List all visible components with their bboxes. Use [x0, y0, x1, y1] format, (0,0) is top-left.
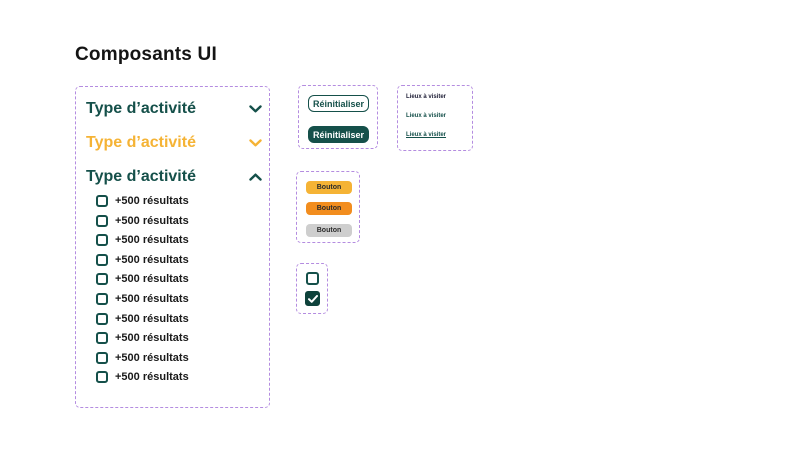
checkbox-unchecked-icon[interactable]	[96, 292, 108, 305]
checkbox-list: +500 résultats +500 résultats +500 résulta…	[96, 194, 189, 384]
accordion-header-collapsed-teal[interactable]: Type d’activité	[86, 97, 262, 121]
checkbox-unchecked[interactable]	[306, 272, 319, 285]
checkbox-item-label: +500 résultats	[115, 351, 189, 364]
reset-button-outline[interactable]: Réinitialiser	[308, 95, 369, 112]
checkbox-unchecked-icon[interactable]	[96, 253, 108, 266]
checkbox-item-label: +500 résultats	[115, 273, 189, 286]
checkbox-list-item[interactable]: +500 résultats	[96, 331, 189, 345]
checkbox-unchecked-icon[interactable]	[96, 332, 108, 345]
link-places-default[interactable]: Lieux à visiter	[406, 94, 447, 100]
checkbox-checked[interactable]	[305, 291, 320, 306]
chevron-up-icon	[249, 173, 262, 181]
checkbox-list-item[interactable]: +500 résultats	[96, 292, 189, 306]
checkbox-item-label: +500 résultats	[115, 214, 189, 227]
checkbox-list-item[interactable]: +500 résultats	[96, 233, 189, 247]
checkmark-icon	[307, 294, 318, 303]
reset-buttons-panel: Réinitialiser Réinitialiser	[298, 85, 378, 149]
page-title: Composants UI	[75, 44, 217, 65]
checkbox-unchecked-icon[interactable]	[96, 234, 108, 247]
accordion-header-label: Type d’activité	[86, 100, 196, 117]
button-yellow[interactable]: Bouton	[306, 181, 352, 194]
link-places-hover[interactable]: Lieux à visiter	[406, 113, 447, 119]
accordion-panel: Type d’activité Type d’activité Type d’a…	[75, 86, 270, 408]
checkbox-list-item[interactable]: +500 résultats	[96, 351, 189, 365]
chevron-down-icon	[249, 105, 262, 113]
checkbox-list-item[interactable]: +500 résultats	[96, 194, 189, 208]
checkbox-item-label: +500 résultats	[115, 253, 189, 266]
checkbox-list-item[interactable]: +500 résultats	[96, 214, 189, 228]
checkbox-list-item[interactable]: +500 résultats	[96, 370, 189, 384]
accordion-header-expanded-teal[interactable]: Type d’activité	[86, 165, 262, 189]
link-places-active[interactable]: Lieux à visiter	[406, 132, 447, 138]
checkbox-item-label: +500 résultats	[115, 371, 189, 384]
button-variants-panel: Bouton Bouton Bouton	[296, 171, 360, 243]
checkbox-item-label: +500 résultats	[115, 332, 189, 345]
accordion-header-label: Type d’activité	[86, 134, 196, 151]
checkbox-item-label: +500 résultats	[115, 292, 189, 305]
checkbox-item-label: +500 résultats	[115, 234, 189, 247]
checkbox-states-panel	[296, 263, 328, 314]
checkbox-unchecked-icon[interactable]	[96, 371, 108, 384]
checkbox-list-item[interactable]: +500 résultats	[96, 253, 189, 267]
checkbox-list-item[interactable]: +500 résultats	[96, 312, 189, 326]
checkbox-unchecked-icon[interactable]	[96, 273, 108, 286]
link-states-panel: Lieux à visiter Lieux à visiter Lieux à …	[397, 85, 473, 151]
checkbox-unchecked-icon[interactable]	[96, 351, 108, 364]
button-orange[interactable]: Bouton	[306, 202, 352, 215]
chevron-down-icon	[249, 139, 262, 147]
checkbox-item-label: +500 résultats	[115, 312, 189, 325]
checkbox-unchecked-icon[interactable]	[96, 195, 108, 207]
accordion-header-label: Type d’activité	[86, 168, 196, 185]
checkbox-unchecked-icon[interactable]	[96, 214, 108, 227]
checkbox-unchecked-icon[interactable]	[96, 312, 108, 325]
checkbox-list-item[interactable]: +500 résultats	[96, 272, 189, 286]
accordion-header-collapsed-amber[interactable]: Type d’activité	[86, 131, 262, 155]
button-gray[interactable]: Bouton	[306, 224, 352, 237]
reset-button-filled[interactable]: Réinitialiser	[308, 126, 369, 143]
checkbox-item-label: +500 résultats	[115, 195, 189, 207]
